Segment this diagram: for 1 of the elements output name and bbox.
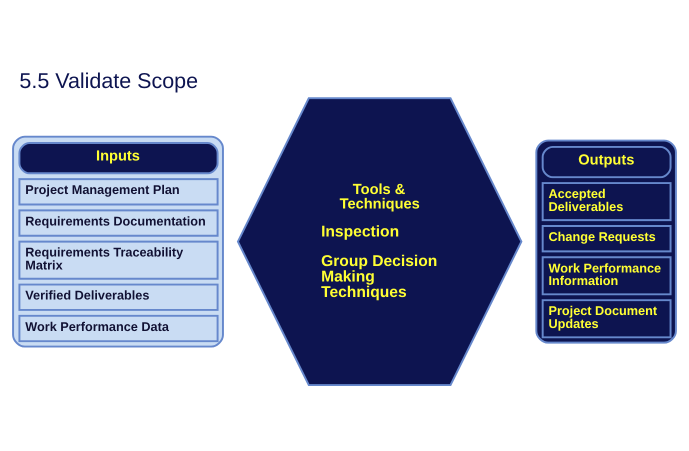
diagram-title: 5.5 Validate Scope [19, 68, 198, 92]
